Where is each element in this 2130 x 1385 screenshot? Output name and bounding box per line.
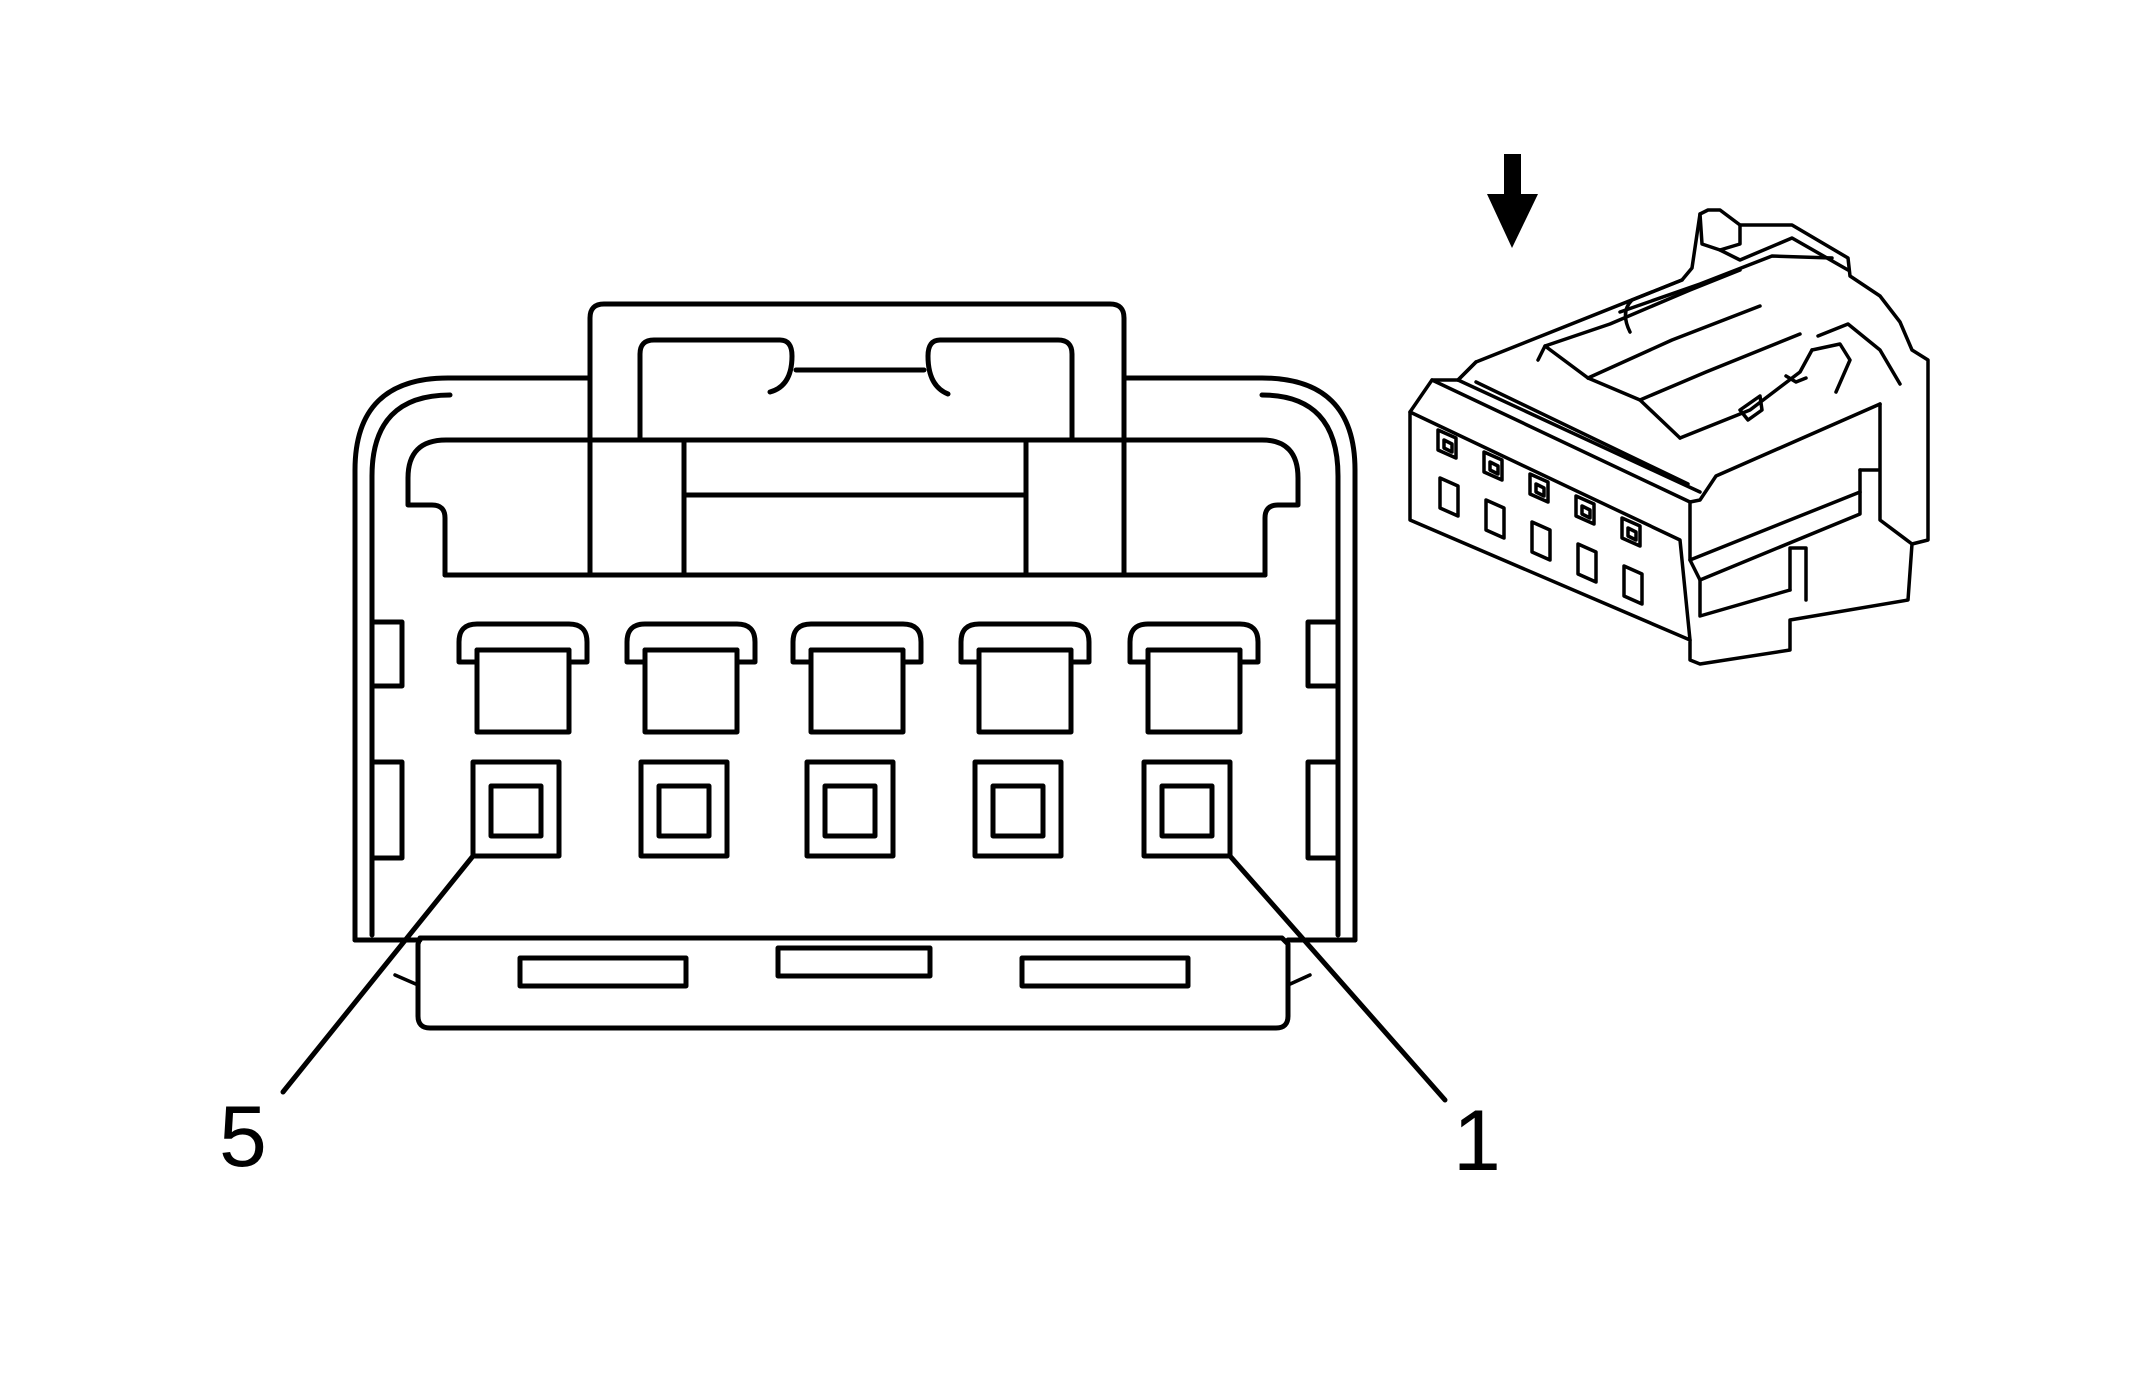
- iso-cavity: [1620, 516, 1644, 606]
- housing-outline: [352, 301, 1358, 943]
- iso-cavity: [1436, 428, 1460, 518]
- iso-cavity: [1482, 450, 1506, 540]
- pin-cavity-2: [972, 759, 1064, 859]
- connector-face: [280, 301, 1448, 1103]
- iso-cavity: [1574, 494, 1598, 584]
- latch-block: [587, 437, 1127, 578]
- side-notch-right-lower: [1305, 759, 1341, 861]
- base-slot-left: [517, 955, 689, 989]
- side-notch-left-lower: [369, 759, 405, 861]
- pin-cavity-5: [470, 759, 562, 859]
- pin-label-1: 1: [1453, 1093, 1501, 1189]
- terminal-lock: [958, 621, 1092, 735]
- terminal-lock: [790, 621, 924, 735]
- latch-tab: [637, 337, 795, 443]
- side-notch-left-upper: [369, 619, 405, 689]
- terminal-lock: [1127, 621, 1261, 735]
- upper-recess: [405, 437, 593, 578]
- iso-body-outline: [1408, 208, 1930, 666]
- leader-line-pin-1: [1227, 853, 1448, 1103]
- terminal-locks: [456, 621, 1261, 735]
- terminal-lock: [624, 621, 758, 735]
- pin-cavity-3: [804, 759, 896, 859]
- side-notch-right-upper: [1305, 619, 1341, 689]
- down-arrow-icon: [1487, 154, 1538, 248]
- pin-cavity-4: [638, 759, 730, 859]
- connector-isometric-view: [1408, 154, 1930, 666]
- base-slot-right: [1019, 955, 1191, 989]
- pin-label-5: 5: [219, 1089, 267, 1185]
- leader-line-pin-5: [280, 853, 476, 1095]
- terminal-lock: [456, 621, 590, 735]
- connector-base: [415, 935, 1291, 1031]
- pin-cavity-1: [1141, 759, 1233, 859]
- iso-cavity: [1528, 472, 1552, 562]
- iso-cavities: [1436, 428, 1644, 606]
- base-slot-center: [775, 945, 933, 979]
- pin-cavities: [470, 759, 1233, 859]
- housing-inner-edge: [369, 392, 453, 938]
